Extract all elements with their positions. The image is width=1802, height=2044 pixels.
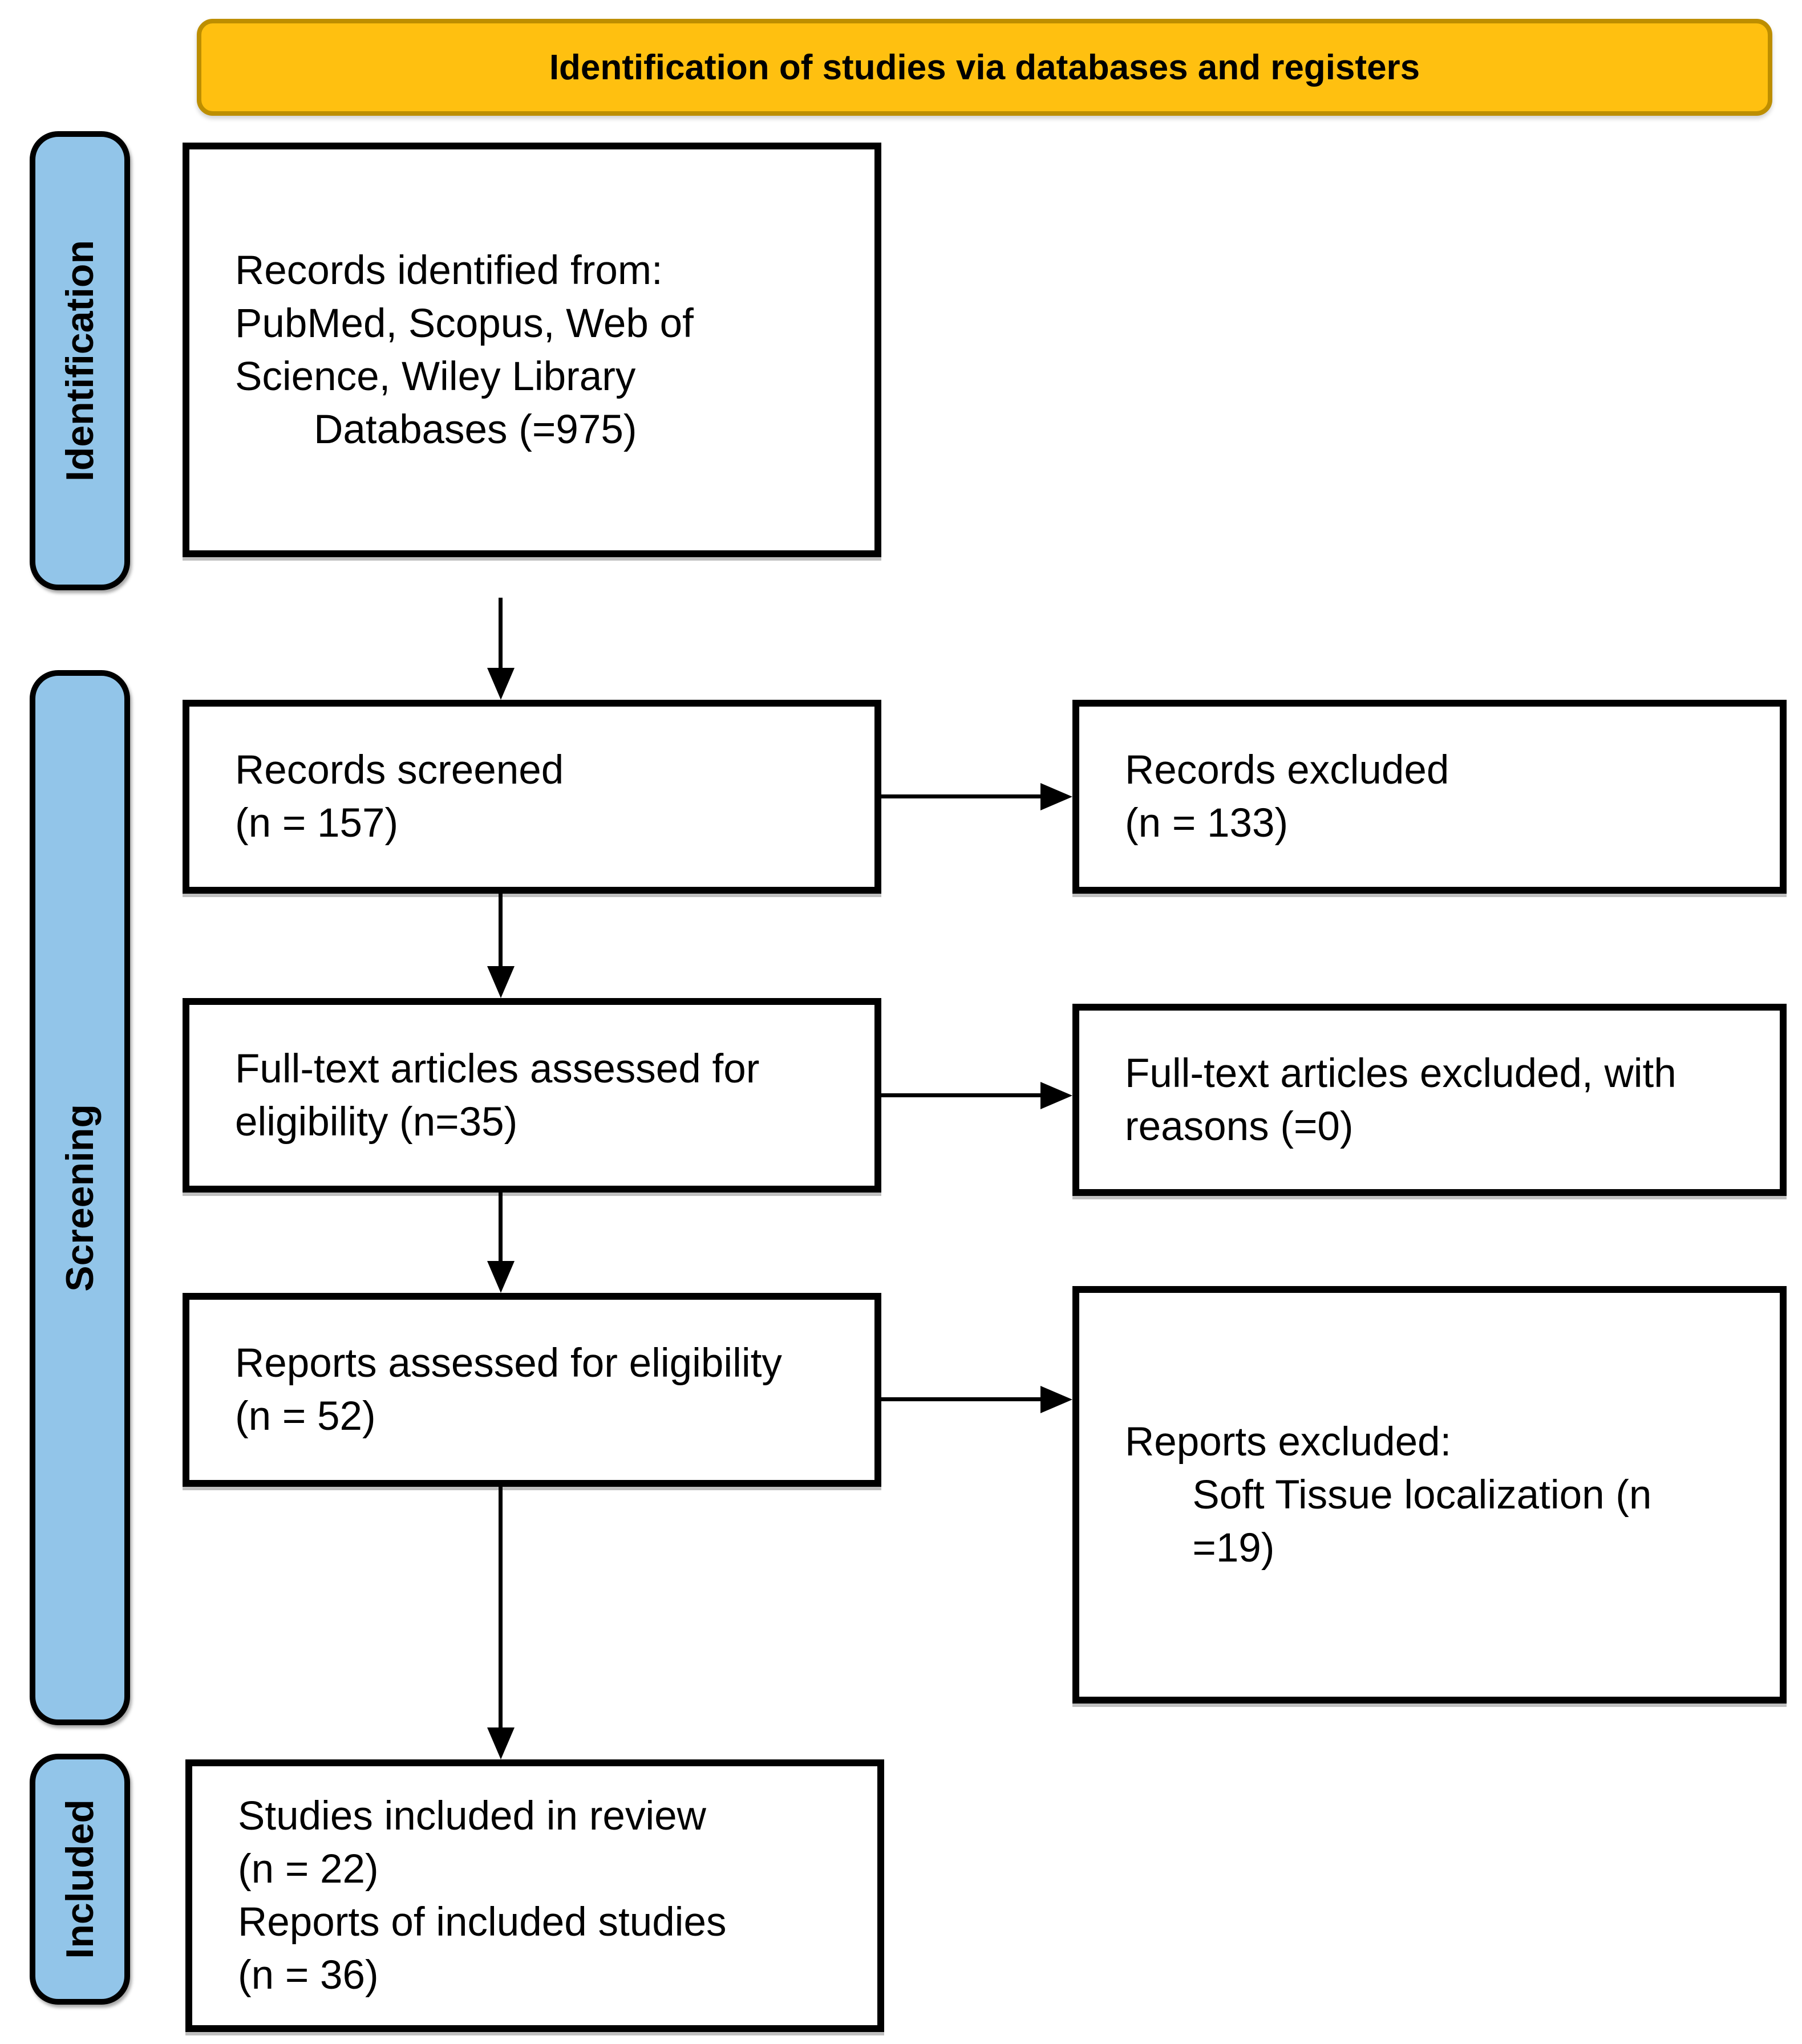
box-records-excluded-text: Records excluded (n = 133) bbox=[1125, 748, 1449, 846]
box-reports-assessed-text: Reports assessed for eligibility (n = 52… bbox=[235, 1341, 782, 1439]
box-reports-excluded: Reports excluded: Soft Tissue localizati… bbox=[1072, 1286, 1787, 1704]
box-reports-excluded-text: Reports excluded: Soft Tissue localizati… bbox=[1125, 1419, 1652, 1571]
box-fulltext-articles-excluded: Full-text articles excluded, with reason… bbox=[1072, 1004, 1787, 1196]
arrow-fulltext-assessed-to-fulltext-excluded bbox=[881, 1093, 1072, 1097]
box-fulltext-articles-assessed-text: Full-text articles assessed for eligibil… bbox=[235, 1046, 760, 1145]
box-records-screened-text: Records screened (n = 157) bbox=[235, 748, 564, 846]
arrow-screened-to-records-excluded bbox=[881, 794, 1072, 798]
stage-bar-screening: Screening bbox=[30, 670, 130, 1725]
box-records-screened: Records screened (n = 157) bbox=[183, 700, 881, 894]
arrow-reports-assessed-to-studies-included bbox=[499, 1487, 503, 1759]
box-studies-included-in-review: Studies included in review (n = 22) Repo… bbox=[185, 1759, 884, 2032]
stage-label-screening: Screening bbox=[58, 1104, 102, 1292]
banner-label: Identification of studies via databases … bbox=[549, 47, 1420, 87]
box-fulltext-articles-excluded-text: Full-text articles excluded, with reason… bbox=[1125, 1051, 1677, 1149]
stage-label-identification: Identification bbox=[58, 240, 102, 482]
arrow-reports-assessed-to-reports-excluded bbox=[881, 1397, 1072, 1401]
stage-label-included: Included bbox=[58, 1799, 102, 1959]
box-records-identified: Records identified from: PubMed, Scopus,… bbox=[183, 143, 881, 557]
arrow-fulltext-assessed-to-reports-assessed bbox=[499, 1193, 503, 1293]
arrow-identified-to-screened bbox=[499, 598, 503, 700]
box-studies-included-in-review-text: Studies included in review (n = 22) Repo… bbox=[238, 1794, 727, 1998]
stage-bar-included: Included bbox=[30, 1754, 130, 2005]
box-reports-assessed: Reports assessed for eligibility (n = 52… bbox=[183, 1293, 881, 1487]
box-fulltext-articles-assessed: Full-text articles assessed for eligibil… bbox=[183, 998, 881, 1193]
arrow-screened-to-fulltext-assessed bbox=[499, 894, 503, 998]
box-records-identified-text: Records identified from: PubMed, Scopus,… bbox=[235, 248, 694, 452]
stage-bar-identification: Identification bbox=[30, 131, 130, 590]
box-records-excluded: Records excluded (n = 133) bbox=[1072, 700, 1787, 894]
banner-identification-via-databases: Identification of studies via databases … bbox=[197, 19, 1772, 116]
